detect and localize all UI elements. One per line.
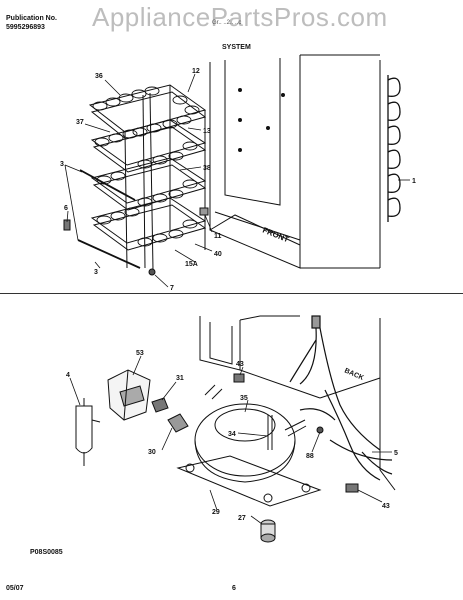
callout-4: 4 xyxy=(66,372,70,379)
callout-15a: 15A xyxy=(185,261,198,268)
callout-leaders-top xyxy=(64,73,410,288)
callout-3-upper: 3 xyxy=(60,161,64,168)
publication-label: Publication No. xyxy=(6,15,57,22)
evaporator-coil xyxy=(387,75,401,222)
page-number: 6 xyxy=(232,585,236,592)
publication-date: 05/07 xyxy=(6,585,24,592)
callout-35: 35 xyxy=(240,395,248,402)
terminal-cover xyxy=(167,413,189,433)
callout-27: 27 xyxy=(238,515,246,522)
callout-31: 31 xyxy=(176,375,184,382)
callout-6: 6 xyxy=(64,205,68,212)
callout-12: 12 xyxy=(192,68,200,75)
callout-3-lower: 3 xyxy=(94,269,98,276)
screw-part-7 xyxy=(148,268,156,276)
clip-part-11 xyxy=(199,207,209,216)
publication-number: 5995296893 xyxy=(6,24,45,31)
overload-clip xyxy=(151,397,169,413)
clip-part-43-lower xyxy=(345,483,359,493)
cabinet-back-panel xyxy=(199,315,396,491)
shelf-front-rails xyxy=(77,169,141,269)
callout-38: 38 xyxy=(203,165,211,172)
cabinet-liner xyxy=(209,54,381,269)
section-divider xyxy=(0,293,463,294)
callout-29: 29 xyxy=(212,509,220,516)
grommet xyxy=(260,519,276,543)
shelf-assembly xyxy=(88,84,207,271)
start-relay xyxy=(107,369,151,421)
compressor xyxy=(194,384,307,483)
watermark: AppliancePartsPros.com xyxy=(92,2,388,32)
model-text: Gr.. ..2.. ..c xyxy=(212,20,242,26)
compressor-base-plate xyxy=(176,455,322,507)
callout-34: 34 xyxy=(228,431,236,438)
clip-part-43-upper xyxy=(233,373,245,383)
callout-7: 7 xyxy=(170,285,174,292)
callout-37: 37 xyxy=(76,119,84,126)
callout-40: 40 xyxy=(214,251,222,258)
callout-1: 1 xyxy=(412,178,416,185)
callout-36: 36 xyxy=(95,73,103,80)
callout-13: 13 xyxy=(203,128,211,135)
callout-43-lower: 43 xyxy=(382,503,390,510)
front-label: FRONT xyxy=(261,226,290,245)
callout-88: 88 xyxy=(306,453,314,460)
callout-30: 30 xyxy=(148,449,156,456)
callout-5: 5 xyxy=(394,450,398,457)
callout-53: 53 xyxy=(136,350,144,357)
figure-code: P08S0085 xyxy=(30,549,63,556)
callout-43-upper: 43 xyxy=(236,361,244,368)
refrigerant-tubing xyxy=(289,315,393,481)
section-title: SYSTEM xyxy=(222,44,251,51)
callout-leaders-bottom xyxy=(69,355,392,525)
back-label: BACK xyxy=(343,367,364,382)
filter-drier xyxy=(75,398,101,466)
shelf-wire-coils xyxy=(92,86,200,247)
callout-11: 11 xyxy=(214,233,222,240)
